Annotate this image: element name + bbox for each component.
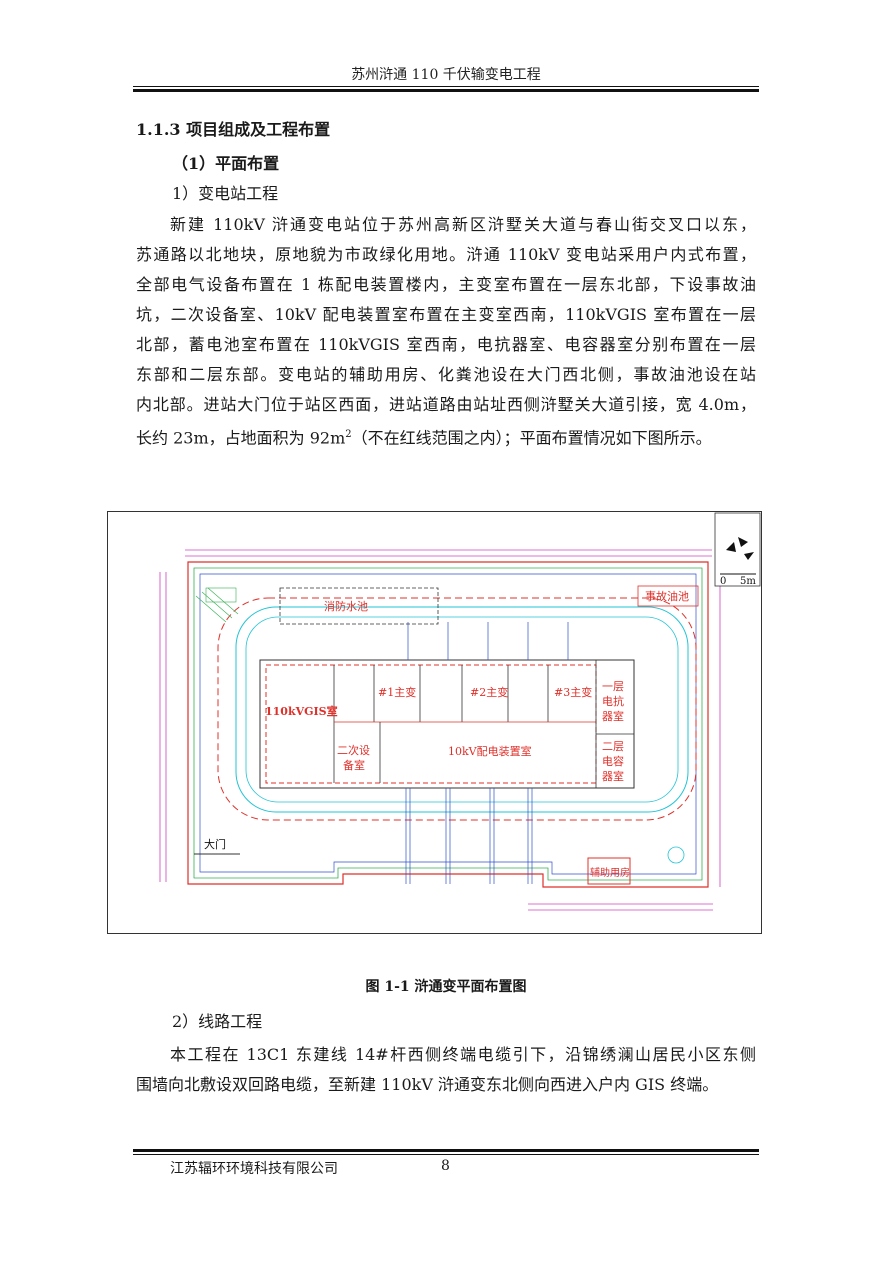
red-dashed-ring bbox=[217, 597, 697, 821]
transformer-1-label: #1主变 bbox=[378, 685, 416, 699]
para1-line-8: 长约 23m，占地面积为 92m2（不在红线范围之内）；平面布置情况如下图所示。 bbox=[136, 420, 756, 453]
site-boundary bbox=[187, 561, 709, 888]
para1-line-5: 北部，蓄电池室布置在 110kVGIS 室西南，电抗器室、电容器室分别布置在一层 bbox=[136, 335, 756, 354]
capacitor-label-1: 二层 bbox=[602, 740, 624, 753]
aux-building-outline bbox=[587, 857, 631, 885]
gate-label: 大门 bbox=[204, 837, 226, 851]
para1-line-7: 内北部。进站大门位于站区西面，进站道路由站址西侧浒墅关大道引接，宽 4.0m， bbox=[136, 395, 756, 414]
scale-five: 5m bbox=[740, 576, 756, 587]
fire-pool-outline bbox=[279, 587, 439, 625]
aux-building-label: 辅助用房 bbox=[590, 866, 630, 879]
main-building bbox=[259, 659, 635, 789]
secondary-room-label-2: 备室 bbox=[343, 758, 365, 772]
site-plan-drawing: 消防水池 事故油池 110kVGIS室 #1主变 #2主变 #3主变 一层 电抗… bbox=[159, 512, 761, 911]
footer-company: 江苏辐环环境科技有限公司 bbox=[170, 1161, 338, 1177]
switchgear-room-label: 10kV配电装置室 bbox=[448, 744, 532, 758]
ring-road-outer bbox=[235, 606, 689, 813]
paragraph-substation: 新建 110kV 浒通变电站位于苏州高新区浒墅关大道与春山街交叉口以东， 苏通路… bbox=[136, 210, 756, 453]
building-red-dash bbox=[265, 664, 597, 784]
para1-last-a: 长约 23m，占地面积为 92m bbox=[136, 428, 346, 448]
cable-lines bbox=[405, 622, 569, 884]
reactor-label-2: 电抗 bbox=[602, 694, 624, 708]
reactor-label-1: 一层 bbox=[602, 680, 624, 693]
para2-line-1: 本工程在 13C1 东建线 14#杆西侧终端电缆引下，沿锦绣澜山居民小区东侧 bbox=[170, 1045, 756, 1064]
capacitor-label-2: 电容 bbox=[602, 754, 624, 768]
reactor-label-3: 器室 bbox=[602, 709, 624, 723]
oil-pool-label: 事故油池 bbox=[645, 589, 689, 603]
paragraph-lines: 本工程在 13C1 东建线 14#杆西侧终端电缆引下，沿锦绣澜山居民小区东侧 围… bbox=[136, 1040, 756, 1100]
transformer-2-label: #2主变 bbox=[470, 685, 508, 699]
fire-pool-label: 消防水池 bbox=[324, 599, 368, 613]
para1-last-b: （不在红线范围之内）；平面布置情况如下图所示。 bbox=[351, 428, 712, 448]
para1-line-1: 新建 110kV 浒通变电站位于苏州高新区浒墅关大道与春山街交叉口以东， bbox=[170, 215, 756, 234]
scale-zero: 0 bbox=[720, 576, 726, 587]
ring-road-inner bbox=[245, 616, 679, 803]
footer-rule-thin bbox=[133, 1154, 759, 1155]
footer-rule-thick bbox=[133, 1149, 759, 1152]
oil-pool-outline bbox=[637, 585, 699, 607]
para1-line-2: 苏通路以北地块，原地貌为市政绿化用地。浒通 110kV 变电站采用户内式布置， bbox=[136, 245, 756, 264]
header-rule-thin bbox=[133, 86, 759, 87]
superscript: 2 bbox=[345, 429, 352, 440]
green-boundary bbox=[193, 567, 703, 881]
secondary-room-label-1: 二次设 bbox=[337, 743, 370, 757]
stairs bbox=[195, 587, 239, 623]
dimension-lines bbox=[159, 549, 721, 911]
para1-line-6: 东部和二层东部。变电站的辅助用房、化粪池设在大门西北侧，事故油池设在站 bbox=[136, 365, 756, 384]
para2-line-2: 围墙向北敷设双回路电缆，至新建 110kV 浒通变东北侧向西进入户内 GIS 终… bbox=[136, 1075, 719, 1094]
section-heading: 1.1.3 项目组成及工程布置 bbox=[136, 120, 331, 139]
capacitor-label-3: 器室 bbox=[602, 769, 624, 783]
sub-heading: （1）平面布置 bbox=[172, 154, 280, 173]
site-plan-figure: 消防水池 事故油池 110kVGIS室 #1主变 #2主变 #3主变 一层 电抗… bbox=[107, 511, 762, 934]
page-number: 8 bbox=[441, 1158, 450, 1174]
transformer-3-label: #3主变 bbox=[554, 685, 592, 699]
figure-caption: 图 1-1 浒通变平面布置图 bbox=[365, 979, 527, 995]
para1-line-3: 全部电气设备布置在 1 栋配电装置楼内，主变室布置在一层东北部，下设事故油 bbox=[136, 275, 756, 294]
north-arrow-icon bbox=[726, 537, 754, 560]
blue-boundary bbox=[199, 573, 697, 875]
header-title: 苏州浒通 110 千伏输变电工程 bbox=[351, 67, 541, 83]
header-rule-thick bbox=[133, 89, 759, 92]
gis-room-label: 110kVGIS室 bbox=[265, 704, 338, 718]
item-substation: 1）变电站工程 bbox=[172, 184, 279, 203]
para1-line-4: 坑，二次设备室、10kV 配电装置室布置在主变室西南，110kVGIS 室布置在… bbox=[136, 305, 756, 324]
item-lines: 2）线路工程 bbox=[172, 1012, 263, 1031]
